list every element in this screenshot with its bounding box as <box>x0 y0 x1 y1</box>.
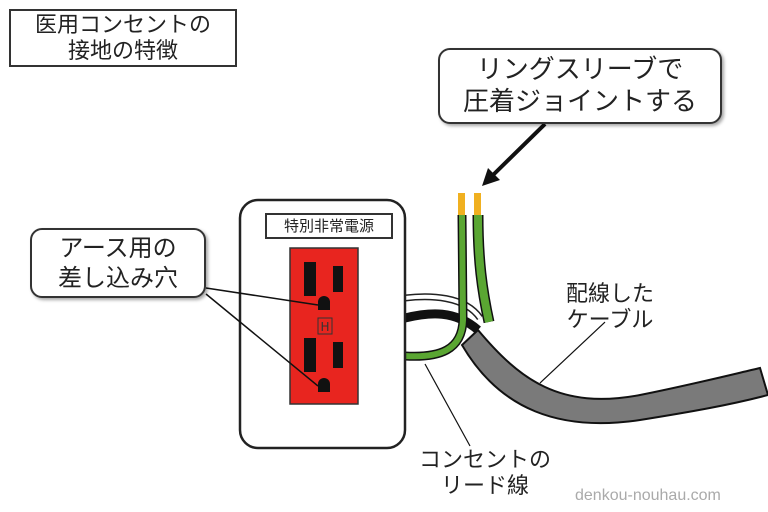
ring-callout-line-1: リングスリーブで <box>476 55 684 85</box>
conductor-tip-left <box>458 193 465 215</box>
black-wire <box>403 309 481 334</box>
arrow-line <box>490 122 547 178</box>
leader-line <box>539 321 606 384</box>
ring-sleeve-callout: リングスリーブで 圧着ジョイントする <box>438 48 722 124</box>
hospital-mark: H <box>320 320 329 334</box>
leader-line <box>205 293 319 387</box>
slot <box>304 262 316 296</box>
lead-label-line-2: リード線 <box>440 474 529 499</box>
ground-callout-line-1: アース用の <box>59 234 177 262</box>
title-line-2: 接地の特徴 <box>67 39 178 64</box>
title-line-1: 医用コンセントの <box>34 13 211 38</box>
title-box: 医用コンセントの 接地の特徴 <box>9 9 237 67</box>
ring-callout-line-2: 圧着ジョイントする <box>462 87 697 117</box>
cable-label-line-2: ケーブル <box>566 308 654 333</box>
ground-callout-line-2: 差し込み穴 <box>58 264 178 292</box>
slot <box>304 338 316 372</box>
lead-wire-label: コンセントの リード線 <box>395 448 575 500</box>
hospital-mark-box <box>317 317 333 335</box>
green-lead-wire <box>404 214 468 361</box>
ground-hole-callout: アース用の 差し込み穴 <box>30 228 206 298</box>
leader-line <box>424 363 471 447</box>
watermark: denkou-nouhau.com <box>575 487 721 504</box>
cable-sheath <box>460 328 768 425</box>
ground-hole-upper <box>318 296 330 310</box>
conductor-tip-right <box>474 193 481 215</box>
lead-label-line-1: コンセントの <box>418 448 551 473</box>
plate-label: 特別非常電源 <box>265 213 393 239</box>
cable-label: 配線した ケーブル <box>535 282 685 334</box>
slot <box>333 266 343 292</box>
cable-label-line-1: 配線した <box>565 282 654 307</box>
ground-hole-lower <box>318 378 330 392</box>
leader-line <box>205 287 319 306</box>
slot <box>333 342 343 368</box>
arrow-head <box>482 168 500 186</box>
